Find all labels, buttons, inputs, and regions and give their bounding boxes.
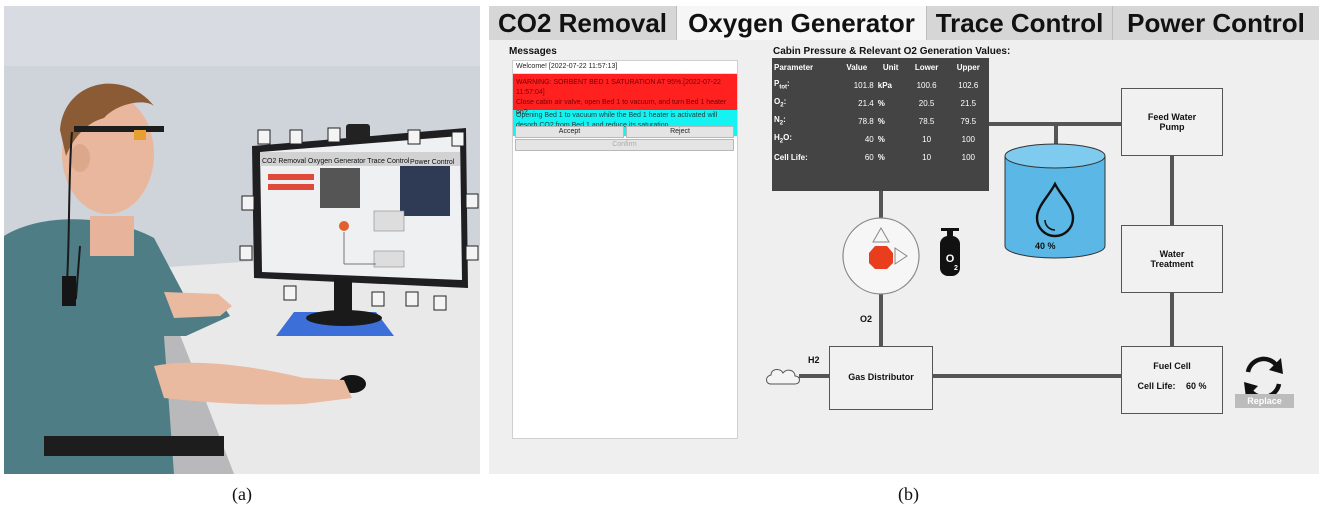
unit-cell: kPa [877,80,892,90]
tank-level-text: 40 % [1035,241,1056,251]
values-table-title: Cabin Pressure & Relevant O2 Generation … [773,46,1011,57]
confirm-button[interactable]: Confirm [515,139,734,151]
message-warning: WARNING: SORBENT BED 1 SATURATION AT 95%… [513,74,737,116]
o2-line-label: O2 [860,314,873,324]
tab-co2-removal[interactable]: CO2 Removal [489,6,677,40]
param-cell: N2: [774,115,786,127]
upper-cell: 100 [961,134,975,144]
process-diagram: O 2 [766,122,1283,400]
param-cell: Ptot: [774,79,790,91]
header-parameter: Parameter [774,62,814,72]
values-table: Parameter Value Unit Lower Upper Ptot: 1… [772,58,989,191]
fuel-cell-label: Fuel Cell [1153,361,1191,371]
table-row: Ptot: 101.8 kPa 100.6 102.6 [772,76,989,94]
photo-illustration: CO2 Removal Oxygen Generator Trace Contr… [4,6,480,474]
reject-button[interactable]: Reject [626,126,734,138]
value-cell: 101.8 [853,80,874,90]
fuel-cell-life-label: Cell Life: [1137,381,1176,391]
header-upper: Upper [956,62,980,72]
svg-text:O: O [946,253,955,265]
table-row: N2: 78.8 % 78.5 79.5 [772,112,989,130]
gas-distributor-box: Gas Distributor [829,346,933,410]
warning-text: WARNING: SORBENT BED 1 SATURATION AT 95%… [516,79,721,96]
water-tank [1004,143,1106,259]
accept-button[interactable]: Accept [515,126,624,138]
unit-cell: % [877,152,885,162]
water-treatment-box: Water Treatment [1121,225,1223,293]
monitor-tab-text: CO2 Removal Oxygen Generator Trace Contr… [262,158,410,165]
upper-cell: 102.6 [958,80,979,90]
caption-a: (a) [232,484,252,504]
feed-water-pump-label: Feed Water Pump [1147,112,1197,132]
upper-cell: 21.5 [960,98,977,108]
value-cell: 60 [864,152,874,162]
param-cell: Cell Life: [774,152,808,162]
lower-cell: 100.6 [916,80,937,90]
value-cell: 40 [864,134,874,144]
table-row: O2: 21.4 % 20.5 21.5 [772,94,989,112]
param-cell: H2O: [774,133,793,145]
lower-cell: 10 [922,134,932,144]
unit-cell: % [877,116,885,126]
value-cell: 21.4 [858,98,874,108]
table-header-row: Parameter Value Unit Lower Upper [772,58,989,76]
h2-line-label: H2 [808,355,820,365]
monitor-tab-power-text: Power Control [410,159,455,166]
tab-oxygen-generator[interactable]: Oxygen Generator [677,6,927,40]
oxygen-generator-hmi: CO2 Removal Oxygen Generator Trace Contr… [489,6,1319,474]
gas-distributor-label: Gas Distributor [848,372,914,382]
param-cell: O2: [774,97,787,109]
header-unit: Unit [882,62,899,72]
svg-text:2: 2 [954,265,958,272]
upper-cell: 79.5 [960,116,977,126]
message-welcome: Welcome! [2022-07-22 11:57:13] [513,61,737,74]
lower-cell: 10 [922,152,932,162]
unit-cell: % [877,134,885,144]
tab-power-control[interactable]: Power Control [1113,6,1319,40]
lower-cell: 78.5 [918,116,935,126]
fuel-cell-life-value: 60 % [1186,381,1207,391]
upper-cell: 100 [961,152,975,162]
messages-title: Messages [509,46,557,57]
header-lower: Lower [914,62,939,72]
stop-octagon-icon [869,246,893,269]
water-treatment-label: Water Treatment [1150,249,1194,269]
cloud-icon [766,369,800,385]
fuel-cell-box: Fuel Cell Cell Life: 60 % [1121,346,1223,414]
replace-button[interactable]: Replace [1235,394,1294,408]
oxygen-cylinder-icon: O 2 [940,228,960,276]
caption-b: (b) [898,484,919,504]
feed-water-pump-box: Feed Water Pump [1121,88,1223,156]
value-cell: 78.8 [858,116,874,126]
tab-trace-control[interactable]: Trace Control [927,6,1113,40]
table-row: H2O: 40 % 10 100 [772,130,989,148]
tab-bar: CO2 Removal Oxygen Generator Trace Contr… [489,6,1319,40]
water-drop-icon [1035,181,1075,238]
lower-cell: 20.5 [918,98,935,108]
table-row: Cell Life: 60 % 10 100 [772,148,989,166]
header-value: Value [846,62,868,72]
unit-cell: % [877,98,885,108]
participant-photo: CO2 Removal Oxygen Generator Trace Contr… [4,6,480,474]
